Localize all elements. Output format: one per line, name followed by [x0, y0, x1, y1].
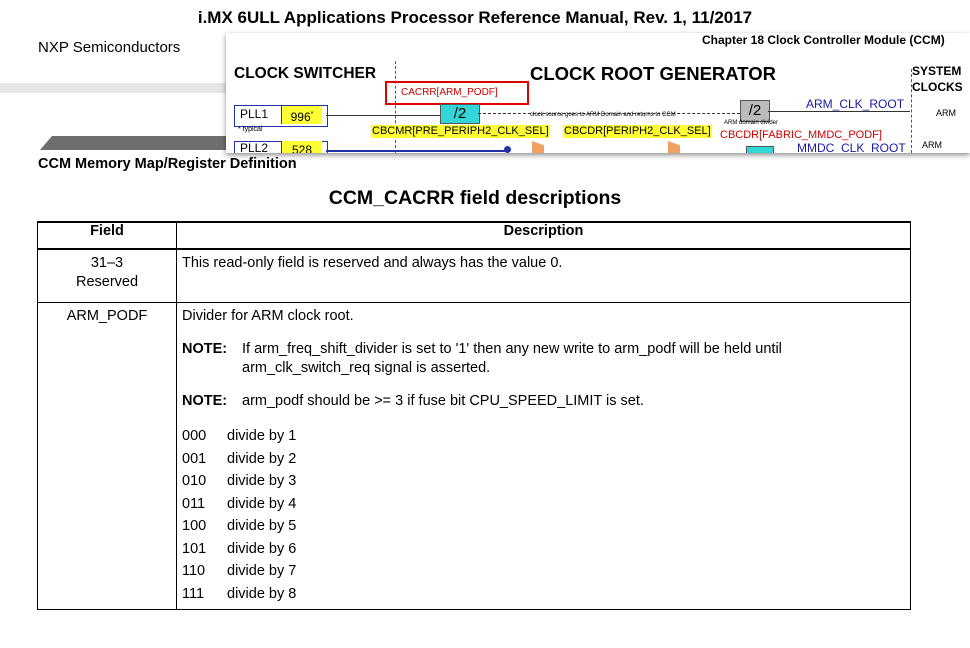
value-row: 100 divide by 5 — [182, 515, 905, 538]
company-name: NXP Semiconductors — [38, 39, 181, 56]
field-cell: ARM_PODF — [37, 302, 177, 610]
value-row: 110 divide by 7 — [182, 560, 905, 583]
value-meaning: divide by 8 — [227, 585, 297, 602]
value-row: 010 divide by 3 — [182, 470, 905, 493]
value-code: 000 — [182, 428, 207, 444]
divider-block: /2 — [440, 104, 480, 124]
cbcmr-label: CBCMR[PRE_PERIPH2_CLK_SEL] — [371, 125, 550, 138]
arm-output-label: ARM — [936, 108, 956, 118]
divider-line — [911, 69, 912, 153]
pll1-value: 996* — [281, 106, 322, 124]
header-band — [0, 83, 240, 93]
table-row: 31–3 Reserved This read-only field is re… — [37, 248, 911, 303]
field-name: ARM_PODF — [66, 308, 148, 324]
junction-dot — [504, 146, 511, 153]
value-meaning: divide by 7 — [227, 563, 297, 579]
field-name: Reserved — [75, 274, 139, 290]
note-block: NOTE: arm_podf should be >= 3 if fuse bi… — [182, 392, 905, 411]
clock-diagram-overlay: Chapter 18 Clock Controller Module (CCM)… — [226, 33, 970, 153]
note-block: NOTE: If arm_freq_shift_divider is set t… — [182, 340, 905, 378]
description-column-header: Description — [176, 221, 911, 250]
system-clocks-heading: CLOCKS — [912, 80, 963, 94]
value-row: 001 divide by 2 — [182, 448, 905, 471]
system-clocks-heading: SYSTEM — [912, 64, 962, 78]
value-meaning: divide by 2 — [227, 450, 297, 467]
clock-source-note: clock source goes to ARM Domain and retu… — [530, 112, 676, 118]
value-list: 000 divide by 1 001 divide by 2 010 divide … — [182, 425, 905, 605]
value-code: 011 — [182, 495, 206, 512]
value-code: 100 — [182, 518, 207, 534]
signal-line — [326, 115, 440, 116]
value-row: 101 divide by 6 — [182, 538, 905, 561]
clock-switcher-heading: CLOCK SWITCHER — [234, 65, 377, 82]
field-bits: 31–3 — [90, 255, 124, 271]
signal-line — [326, 150, 506, 152]
signal-line — [768, 111, 910, 112]
table-row: ARM_PODF Divider for ARM clock root. NOT… — [37, 302, 911, 610]
section-tab-decoration — [40, 136, 240, 150]
value-code: 001 — [182, 450, 207, 467]
mmdc-clk-root-label: MMDC_CLK_ROOT — [797, 141, 906, 153]
pll2-value: 528 — [281, 141, 322, 153]
cacrr-label: CACRR[ARM_PODF] — [401, 87, 498, 98]
value-code: 111 — [182, 585, 205, 602]
note-label: NOTE: — [182, 341, 228, 357]
value-row: 111 divide by 8 — [182, 583, 905, 606]
cbcdr-label: CBCDR[PERIPH2_CLK_SEL] — [563, 125, 712, 138]
document-title: i.MX 6ULL Applications Processor Referen… — [197, 8, 753, 27]
table-header-row: Field Description — [37, 221, 911, 250]
value-meaning: divide by 4 — [227, 495, 297, 512]
value-meaning: divide by 1 — [227, 428, 297, 444]
note-text: If arm_freq_shift_divider is set to '1' … — [242, 341, 782, 376]
value-code: 010 — [182, 473, 207, 489]
arm-divider-block: /2 — [740, 100, 770, 122]
cbcdr-fabric-label: CBCDR[FABRIC_MMDC_PODF] — [720, 129, 882, 141]
description-cell: This read-only field is reserved and alw… — [176, 248, 911, 303]
clock-root-generator-heading: CLOCK ROOT GENERATOR — [530, 63, 776, 84]
value-meaning: divide by 6 — [227, 540, 297, 557]
signal-line — [478, 113, 740, 114]
value-row: 011 divide by 4 — [182, 493, 905, 516]
arm-clk-root-label: ARM_CLK_ROOT — [806, 97, 905, 111]
chapter-title: Chapter 18 Clock Controller Module (CCM) — [702, 33, 945, 47]
arm-domain-divider-label: ARM domain divider — [724, 120, 779, 126]
arm-output-label: ARM — [922, 140, 942, 150]
field-description-table: Field Description 31–3 Reserved This rea… — [37, 221, 911, 610]
pll1-block — [234, 105, 328, 127]
pll1-label: PLL1 — [240, 107, 269, 121]
description-text: Divider for ARM clock root. — [182, 308, 354, 324]
note-text: arm_podf should be >= 3 if fuse bit CPU_… — [242, 393, 644, 409]
table-title: CCM_CACRR field descriptions — [328, 187, 622, 209]
value-code: 101 — [182, 540, 207, 557]
field-column-header: Field — [37, 221, 177, 250]
value-meaning: divide by 5 — [227, 518, 297, 534]
value-meaning: divide by 3 — [227, 473, 297, 489]
typical-note: * typical — [238, 126, 263, 133]
pll2-label: PLL2 — [240, 141, 269, 153]
mux-block — [668, 141, 680, 153]
divider-block — [746, 146, 774, 153]
value-row: 000 divide by 1 — [182, 425, 905, 448]
section-heading: CCM Memory Map/Register Definition — [38, 156, 297, 172]
description-cell: Divider for ARM clock root. NOTE: If arm… — [176, 302, 911, 610]
divider-line — [395, 61, 396, 153]
value-code: 110 — [182, 563, 206, 579]
note-label: NOTE: — [182, 393, 228, 409]
field-cell: 31–3 Reserved — [37, 248, 177, 303]
mux-block — [532, 141, 544, 153]
description-text: This read-only field is reserved and alw… — [182, 255, 563, 271]
